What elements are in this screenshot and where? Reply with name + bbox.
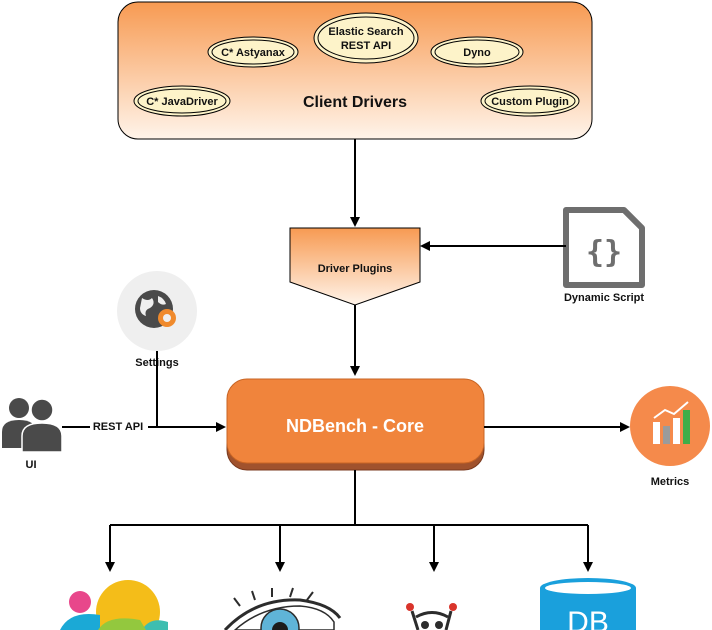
rest-api-label: REST API — [93, 421, 143, 433]
metrics-label: Metrics — [651, 476, 690, 488]
driver-dyno: Dyno — [430, 36, 524, 68]
driver-plugins-box: Driver Plugins — [289, 227, 421, 306]
driver-dyno-label: Dyno — [463, 47, 491, 59]
rest-api-label-bg — [90, 419, 148, 432]
dynamic-script-icon: {} — [563, 207, 645, 288]
driver-elastic-search: Elastic Search REST API — [313, 12, 419, 64]
database-icon: DB — [540, 578, 636, 630]
elasticsearch-logo-icon — [60, 580, 168, 630]
core-box: NDBench - Core — [226, 378, 485, 471]
settings-globe-icon — [117, 271, 197, 351]
driver-elastic-label-2: REST API — [341, 40, 391, 52]
database-db-label: DB — [567, 606, 609, 630]
driver-javadriver-label: C* JavaDriver — [146, 96, 218, 108]
metrics-chart-icon — [630, 386, 710, 466]
driver-custom-plugin: Custom Plugin — [480, 85, 580, 117]
driver-javadriver: C* JavaDriver — [133, 85, 231, 117]
svg-text:{}: {} — [586, 235, 622, 270]
dynamic-script-label: Dynamic Script — [564, 292, 644, 304]
driver-astyanax-label: C* Astyanax — [221, 47, 286, 59]
core-label: NDBench - Core — [286, 416, 424, 436]
driver-custom-plugin-label: Custom Plugin — [491, 96, 569, 108]
client-drivers-title: Client Drivers — [303, 94, 407, 111]
users-icon — [2, 398, 63, 453]
cassandra-eye-logo-icon — [223, 587, 342, 630]
ui-label: UI — [26, 459, 37, 471]
dynomite-logo-icon — [406, 603, 457, 630]
driver-plugins-label: Driver Plugins — [318, 263, 393, 275]
driver-astyanax: C* Astyanax — [207, 36, 299, 68]
driver-elastic-label-1: Elastic Search — [328, 26, 403, 38]
client-drivers-box: Client Drivers — [117, 1, 593, 140]
